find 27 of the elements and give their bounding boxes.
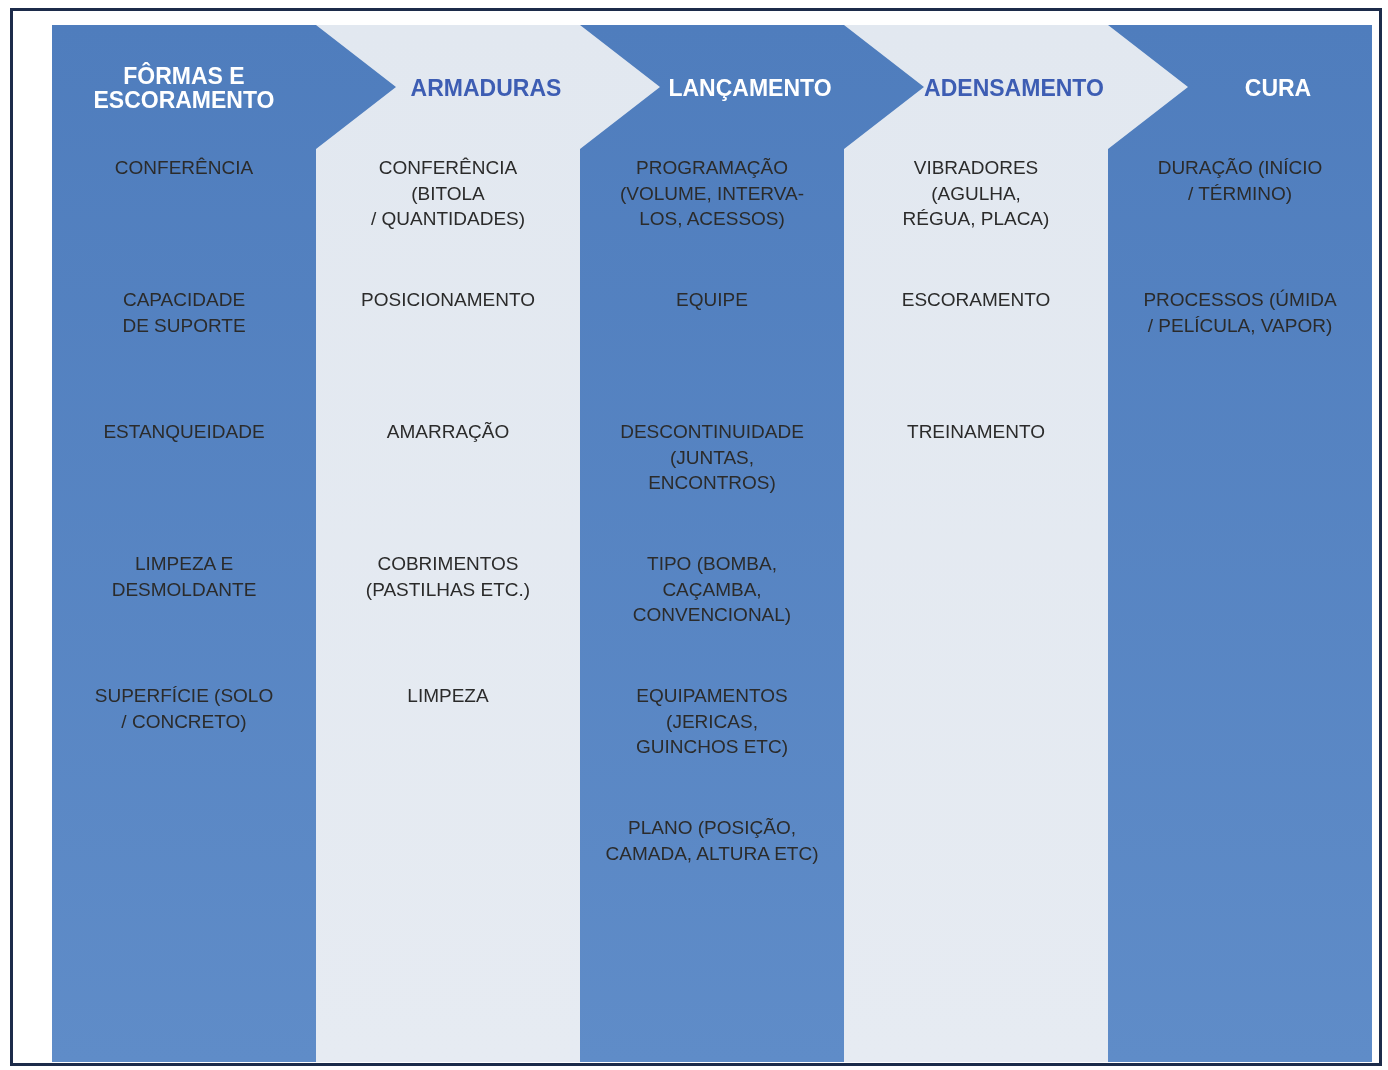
item-text: ESCORAMENTO xyxy=(901,288,1051,312)
item-text: EQUIPAMENTOS (JERICAS, GUINCHOS ETC) xyxy=(635,684,789,760)
item-text: PROGRAMAÇÃO (VOLUME, INTERVA- LOS, ACESSOS) xyxy=(618,156,805,232)
item-text: AMARRAÇÃO xyxy=(386,420,510,444)
column-heading: CURA xyxy=(1244,75,1312,101)
item-text: CONFERÊNCIA (BITOLA / QUANTIDADES) xyxy=(369,156,527,232)
item-text: CAPACIDADE DE SUPORTE xyxy=(121,288,247,338)
item-text: LIMPEZA E DESMOLDANTE xyxy=(110,552,258,602)
item-text: COBRIMENTOS (PASTILHAS ETC.) xyxy=(364,552,532,602)
item-text: TREINAMENTO xyxy=(907,420,1045,444)
column-heading: ARMADURAS xyxy=(410,75,562,101)
column-heading: FÔRMAS E ESCORAMENTO xyxy=(92,63,276,113)
item-text: PROCESSOS (ÚMIDA / PELÍCULA, VAPOR) xyxy=(1142,288,1338,338)
item-text: TIPO (BOMBA, CAÇAMBA, CONVENCIONAL) xyxy=(631,552,793,628)
item-text: VIBRADORES (AGULHA, RÉGUA, PLACA) xyxy=(901,156,1051,232)
item-text: EQUIPE xyxy=(676,288,748,312)
item-text: ESTANQUEIDADE xyxy=(103,420,265,444)
column-heading: ADENSAMENTO xyxy=(924,75,1104,101)
chevron-column xyxy=(1108,25,1372,1062)
item-text: DESCONTINUIDADE (JUNTAS, ENCONTROS) xyxy=(619,420,805,496)
item-text: DURAÇÃO (INÍCIO / TÉRMINO) xyxy=(1156,156,1324,206)
column-heading: LANÇAMENTO xyxy=(668,75,832,101)
item-text: SUPERFÍCIE (SOLO / CONCRETO) xyxy=(93,684,275,734)
item-text: POSICIONAMENTO xyxy=(361,288,535,312)
item-text: PLANO (POSIÇÃO, CAMADA, ALTURA ETC) xyxy=(604,816,820,866)
item-text: LIMPEZA xyxy=(407,684,489,708)
item-text: CONFERÊNCIA xyxy=(114,156,254,180)
